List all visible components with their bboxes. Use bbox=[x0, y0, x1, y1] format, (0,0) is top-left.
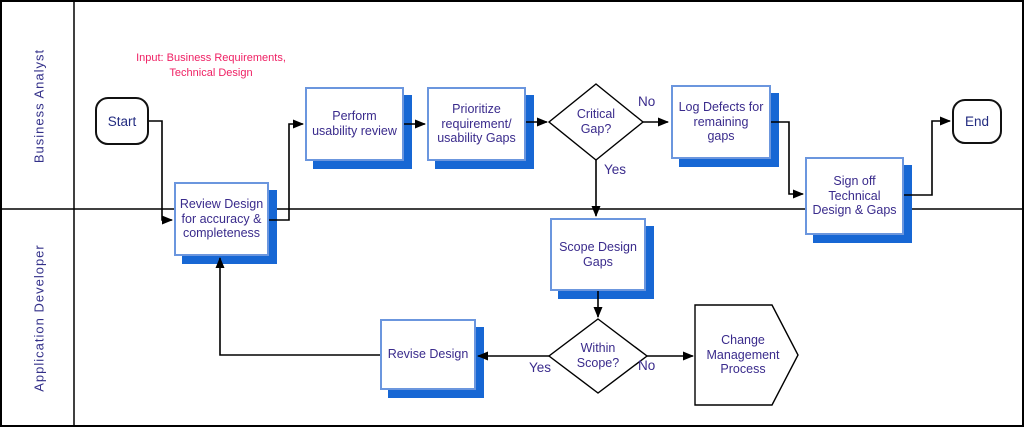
node-review-design: Review Design for accuracy & completenes… bbox=[174, 182, 269, 256]
node-start: Start bbox=[95, 97, 149, 145]
critical-gap-diamond bbox=[547, 83, 645, 161]
within-scope-diamond bbox=[547, 318, 649, 394]
node-scope-design-gaps: Scope Design Gaps bbox=[550, 218, 646, 291]
node-log-defects: Log Defects for remaining gaps bbox=[671, 85, 771, 159]
edge-label-critical-no: No bbox=[638, 94, 656, 109]
lane-label-application-developer: Application Developer bbox=[31, 244, 47, 392]
edge-label-within-no: No bbox=[638, 358, 656, 373]
change-management-pentagon bbox=[694, 304, 799, 406]
node-prioritize-gaps: Prioritize requirement/ usability Gaps bbox=[427, 87, 526, 161]
node-revise-design: Revise Design bbox=[380, 319, 476, 390]
node-perform-usability-review: Perform usability review bbox=[305, 87, 404, 161]
lane-label-business-analyst: Business Analyst bbox=[31, 48, 47, 164]
edge-label-within-yes: Yes bbox=[529, 360, 552, 375]
input-note: Input: Business Requirements, Technical … bbox=[136, 52, 286, 80]
edge-label-critical-yes: Yes bbox=[604, 162, 627, 177]
node-sign-off: Sign off Technical Design & Gaps bbox=[805, 157, 904, 235]
node-end: End bbox=[952, 99, 1002, 144]
